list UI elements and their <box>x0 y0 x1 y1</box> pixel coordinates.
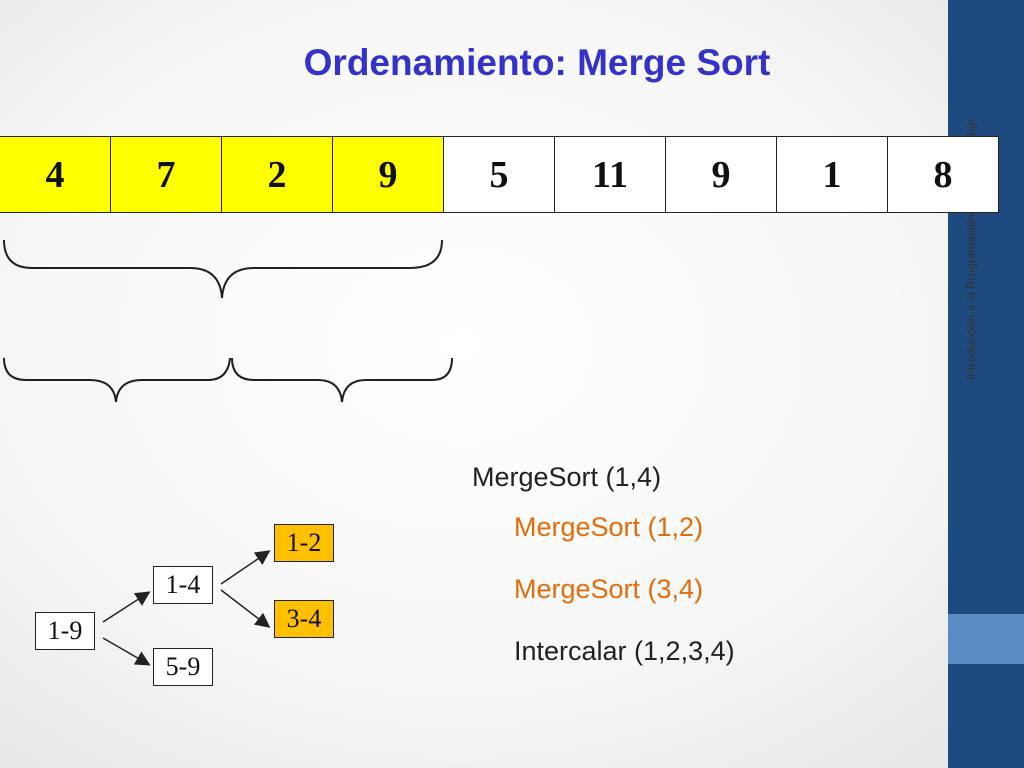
brace-3-4 <box>231 357 453 403</box>
array-cell: 4 <box>0 136 111 213</box>
array-cell: 8 <box>887 136 999 213</box>
tree-node-1-2: 1-2 <box>274 524 334 562</box>
tree-node-5-9: 5-9 <box>153 648 213 686</box>
array-cell: 9 <box>332 136 444 213</box>
edge-1-4-to-1-2 <box>220 550 271 585</box>
sidebar-accent <box>948 614 1024 664</box>
tree-edges <box>102 550 271 666</box>
slide-title: Ordenamiento: Merge Sort <box>303 42 771 83</box>
array-cell: 7 <box>110 136 222 213</box>
call-mergesort-1-2: MergeSort (1,2) <box>514 512 704 542</box>
split-braces <box>3 239 453 403</box>
call-mergesort-3-4: MergeSort (3,4) <box>514 574 704 604</box>
brace-1-4 <box>3 239 443 299</box>
edge-1-4-to-3-4 <box>220 589 271 628</box>
edge-root-to-1-4 <box>102 591 151 623</box>
array-row: 4 7 2 9 5 11 9 1 8 <box>0 136 999 213</box>
tree-node-3-4: 3-4 <box>274 600 334 638</box>
edge-root-to-5-9 <box>102 637 151 666</box>
brace-1-2 <box>3 357 231 403</box>
array-cell: 9 <box>665 136 777 213</box>
call-mergesort-1-4: MergeSort (1,4) <box>472 462 662 492</box>
array-cell: 1 <box>776 136 888 213</box>
array-cell: 11 <box>554 136 666 213</box>
tree-node-1-4: 1-4 <box>153 566 213 604</box>
call-intercalar: Intercalar (1,2,3,4) <box>514 636 735 666</box>
array-cell: 5 <box>443 136 555 213</box>
tree-node-root: 1-9 <box>35 612 95 650</box>
array-cell: 2 <box>221 136 333 213</box>
